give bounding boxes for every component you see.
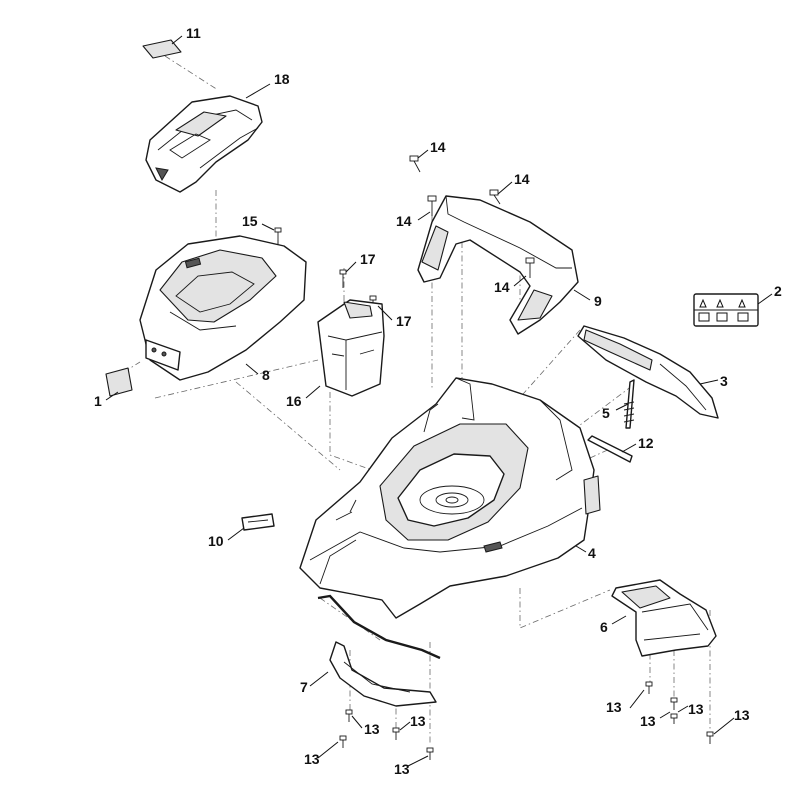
callout-14: 14	[430, 139, 446, 155]
part-18-top-cover	[145, 95, 263, 193]
screw-13-h	[706, 731, 714, 744]
screws-13	[339, 681, 714, 760]
screw-13-d	[426, 747, 434, 760]
callout-13: 13	[606, 699, 622, 715]
callout-13: 13	[640, 713, 656, 729]
part-11-label-sticker	[142, 39, 182, 59]
callout-13: 13	[688, 701, 704, 717]
callout-13: 13	[734, 707, 750, 723]
callout-7: 7	[300, 679, 308, 695]
screw-14-c	[489, 189, 501, 205]
screw-13-g	[670, 713, 678, 724]
screw-17-a	[339, 269, 347, 288]
screw-15	[274, 227, 282, 244]
screws-14	[409, 155, 535, 278]
part-9-rear-bracket	[417, 195, 579, 335]
callout-16: 16	[286, 393, 302, 409]
callout-leaders	[105, 35, 773, 767]
callout-1: 1	[94, 393, 102, 409]
callout-14: 14	[396, 213, 412, 229]
callout-13: 13	[364, 721, 380, 737]
callout-15: 15	[242, 213, 258, 229]
screw-14-d	[525, 257, 535, 278]
callout-4: 4	[588, 545, 596, 561]
callout-13: 13	[394, 761, 410, 777]
callout-5: 5	[602, 405, 610, 421]
callout-2: 2	[774, 283, 782, 299]
callout-14: 14	[494, 279, 510, 295]
part-12-bar	[587, 435, 633, 463]
mower-blade-icon	[737, 312, 749, 322]
screw-13-a	[345, 709, 353, 722]
screw-14-b	[427, 195, 437, 216]
warning-triangle-icon	[738, 298, 746, 308]
callout-12: 12	[638, 435, 654, 451]
screw-13-e	[645, 681, 653, 694]
part-7-front-skid	[317, 594, 441, 707]
part-6-rear-flap	[611, 579, 717, 657]
manual-book-icon	[698, 312, 710, 322]
warning-triangle-icon	[716, 298, 724, 308]
part-1-label-sticker	[105, 367, 133, 397]
callout-8: 8	[262, 367, 270, 383]
screw-13-f	[670, 697, 678, 710]
callout-13: 13	[410, 713, 426, 729]
on-off-icon	[716, 312, 728, 322]
callout-17: 17	[360, 251, 376, 267]
part-3-side-deflector	[577, 325, 719, 419]
screw-13-b	[339, 735, 347, 748]
part-8-control-housing	[139, 235, 307, 381]
warning-triangle-icon	[699, 298, 707, 308]
part-10-id-plate	[241, 513, 275, 531]
part-5-spring-rod	[623, 379, 635, 429]
callout-9: 9	[594, 293, 602, 309]
callout-14: 14	[514, 171, 530, 187]
part-2-warning-label	[693, 293, 759, 327]
part-16-battery-bracket	[317, 299, 385, 397]
callout-10: 10	[208, 533, 224, 549]
callout-17: 17	[396, 313, 412, 329]
callout-13: 13	[304, 751, 320, 767]
part-4-main-deck	[299, 377, 601, 619]
screw-13-c	[392, 727, 400, 740]
callout-3: 3	[720, 373, 728, 389]
screw-14-a	[409, 155, 421, 173]
callout-11: 11	[186, 25, 201, 41]
callout-18: 18	[274, 71, 290, 87]
callout-6: 6	[600, 619, 608, 635]
callout-numbers: 11 18 14 14 14 15 17 17 14 9 2 1 8 16 3 …	[94, 25, 782, 777]
